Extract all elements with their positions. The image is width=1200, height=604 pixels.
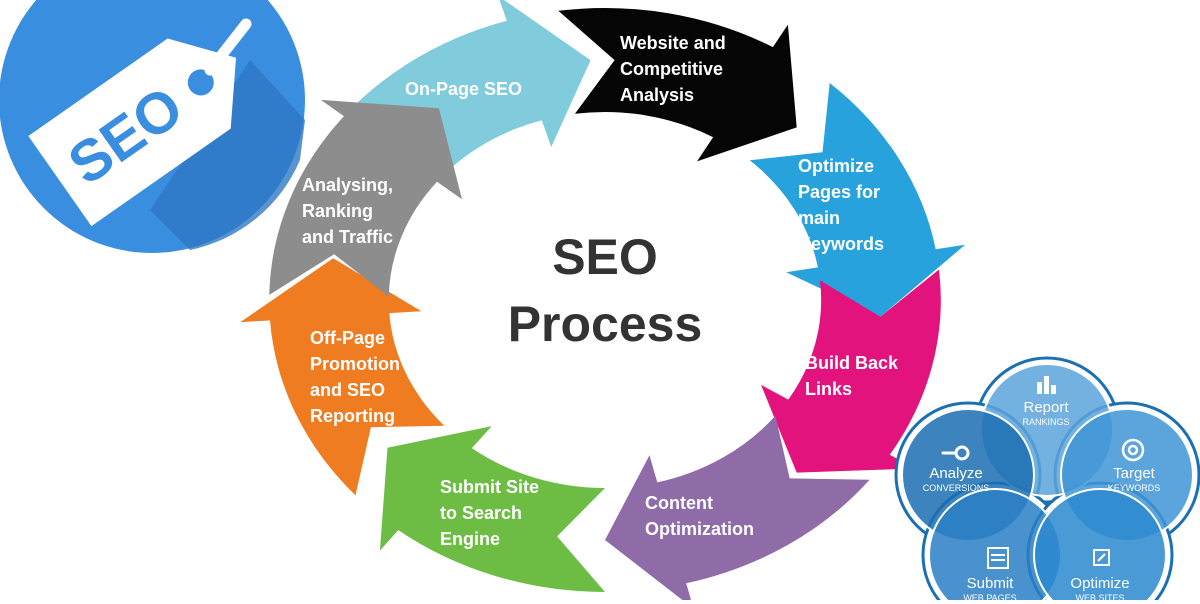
venn-circle-optimize <box>1033 488 1167 600</box>
step-label-submit-site: Submit Site to Search Engine <box>440 477 540 549</box>
step-arrow-submit-site <box>379 426 605 592</box>
step-label-analysing: Analysing, Ranking and Traffic <box>302 175 394 247</box>
center-title-process: Process <box>507 296 703 352</box>
seo-venn-diagram <box>894 356 1200 600</box>
step-label-optimize-pages: Optimize Pages for main Keywords <box>798 156 885 254</box>
seo-tag-logo: SEO <box>0 0 305 253</box>
document-icon <box>987 547 1009 569</box>
magnifier-icon <box>941 445 970 461</box>
step-arrow-off-page <box>240 258 445 496</box>
target-icon <box>1121 438 1145 462</box>
external-link-icon <box>1093 549 1110 566</box>
step-label-on-page-seo: On-Page SEO <box>405 79 523 99</box>
step-arrow-build-back-links <box>761 269 941 473</box>
step-arrow-analysing <box>269 99 462 297</box>
center-title-seo: SEO <box>552 229 658 285</box>
step-label-content-optimization: Content Optimization <box>645 493 754 539</box>
step-arrow-content-optimization <box>605 415 870 600</box>
step-arrow-on-page-seo <box>329 0 591 193</box>
step-arrow-website-analysis <box>558 7 797 162</box>
step-label-website-analysis: Website and Competitive Analysis <box>620 33 726 105</box>
step-label-build-back-links: Build Back Links <box>805 353 899 399</box>
process-ring <box>240 0 966 600</box>
step-arrow-optimize-pages <box>749 83 966 317</box>
step-label-off-page: Off-Page Promotion and SEO Reporting <box>310 328 400 426</box>
bar-chart-icon <box>1037 376 1056 394</box>
